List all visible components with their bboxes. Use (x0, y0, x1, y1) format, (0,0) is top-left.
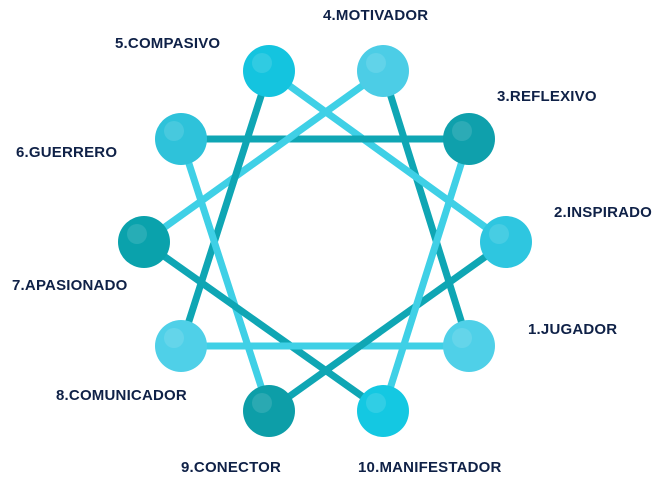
link-1-4 (379, 67, 473, 350)
node-6 (155, 113, 207, 165)
link-7-10 (140, 238, 387, 415)
node-label-4: 4.MOTIVADOR (323, 7, 428, 24)
nodes-layer (118, 45, 532, 437)
link-10-3 (379, 135, 473, 415)
node-1 (443, 320, 495, 372)
link-2-5 (265, 67, 510, 246)
node-highlight-7 (127, 224, 147, 244)
node-highlight-3 (452, 121, 472, 141)
node-label-7: 7.APASIONADO (12, 277, 128, 294)
node-label-5: 5.COMPASIVO (115, 35, 220, 52)
node-highlight-4 (366, 53, 386, 73)
node-highlight-8 (164, 328, 184, 348)
node-label-3: 3.REFLEXIVO (497, 88, 597, 105)
node-label-2: 2.INSPIRADO (554, 204, 652, 221)
node-2 (480, 216, 532, 268)
node-label-10: 10.MANIFESTADOR (358, 459, 502, 476)
node-7 (118, 216, 170, 268)
node-4 (357, 45, 409, 97)
node-highlight-9 (252, 393, 272, 413)
node-highlight-6 (164, 121, 184, 141)
link-4-7 (140, 67, 387, 246)
node-label-9: 9.CONECTOR (181, 459, 281, 476)
link-6-9 (177, 135, 273, 415)
node-label-1: 1.JUGADOR (528, 321, 617, 338)
node-3 (443, 113, 495, 165)
links-layer (140, 67, 510, 415)
node-highlight-2 (489, 224, 509, 244)
node-9 (243, 385, 295, 437)
node-highlight-10 (366, 393, 386, 413)
link-5-8 (177, 67, 273, 350)
node-label-8: 8.COMUNICADOR (56, 387, 187, 404)
node-highlight-5 (252, 53, 272, 73)
node-highlight-1 (452, 328, 472, 348)
node-label-6: 6.GUERRERO (16, 144, 117, 161)
node-10 (357, 385, 409, 437)
node-8 (155, 320, 207, 372)
labels-layer: 1.JUGADOR 2.INSPIRADO 3.REFLEXIVO 4.MOTIVAD… (12, 7, 652, 476)
node-5 (243, 45, 295, 97)
link-9-2 (265, 238, 510, 415)
